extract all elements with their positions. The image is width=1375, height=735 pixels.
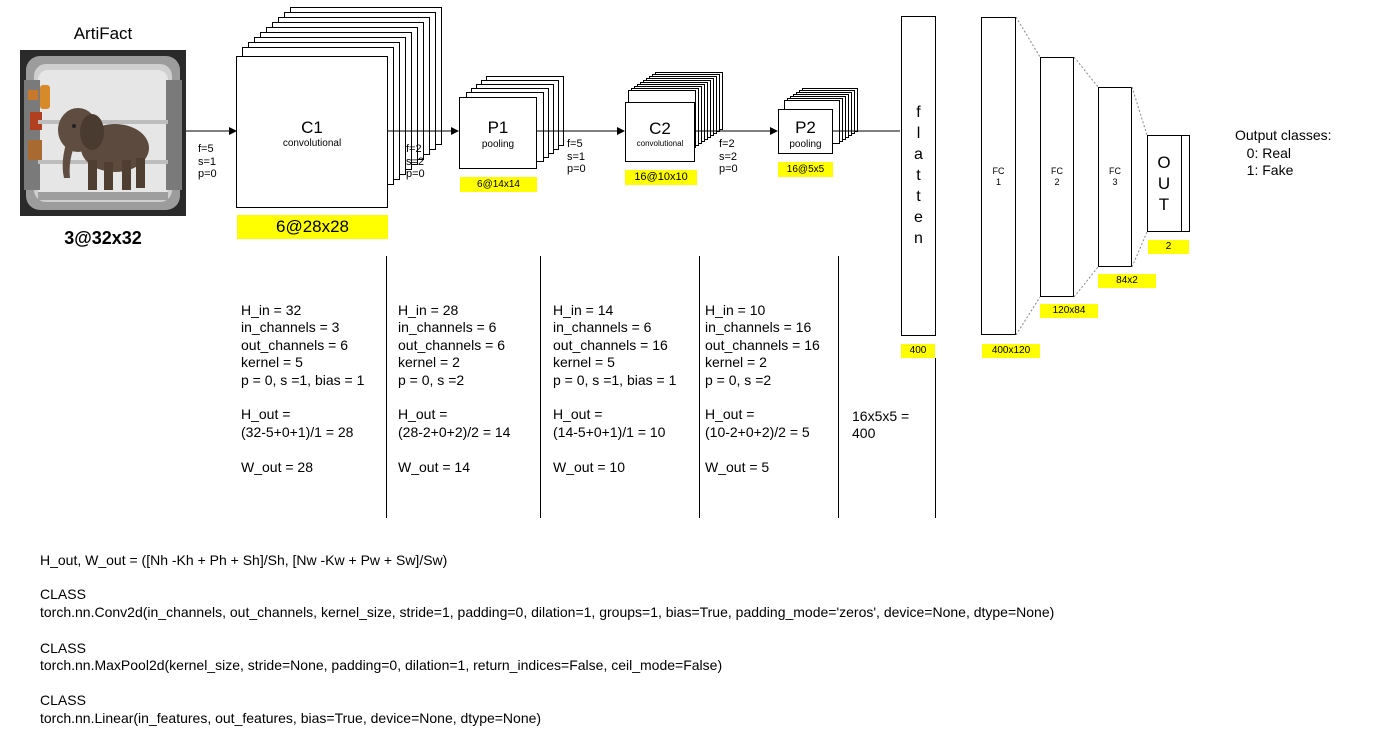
p2-type: pooling (789, 139, 822, 150)
out-label: O U T (1157, 153, 1171, 214)
flatten-bar (901, 16, 936, 336)
p1-calc: H_in = 28 in_channels = 6 out_channels =… (398, 302, 511, 475)
input-title: ArtiFact (73, 24, 133, 43)
out-shape-label: 2 (1148, 240, 1189, 254)
input-shape: 3@32x32 (64, 228, 142, 248)
c1-type: convolutional (282, 138, 342, 149)
c2-name: C2 (649, 119, 671, 138)
flatten-shape-label: 400 (901, 344, 935, 358)
c1-calc: H_in = 32 in_channels = 3 out_channels =… (241, 302, 365, 475)
fc1-shape-label: 400x120 (982, 344, 1040, 358)
input-image (20, 50, 186, 216)
p1-name: P1 (487, 118, 509, 137)
p2-name: P2 (795, 118, 816, 137)
footer-class-label-1: CLASS (40, 586, 86, 602)
fc3-bar (1098, 87, 1132, 267)
p1-type: pooling (481, 139, 515, 150)
fc2-bar (1040, 57, 1074, 297)
elephant-in-fridge-image (20, 50, 186, 216)
c2-type: convolutional (636, 139, 684, 148)
c1-name: C1 (301, 118, 323, 137)
divider-2 (540, 256, 541, 518)
divider-1 (386, 256, 387, 518)
c1-shape-label: 6@28x28 (237, 215, 388, 239)
p2-hyperparams: f=2 s=2 p=0 (719, 138, 738, 176)
c1-hyperparams: f=5 s=1 p=0 (198, 143, 217, 181)
c2-hyperparams: f=5 s=1 p=0 (567, 138, 586, 176)
footer-maxpool2d: torch.nn.MaxPool2d(kernel_size, stride=N… (40, 657, 723, 673)
p2-calc: H_in = 10 in_channels = 16 out_channels … (705, 302, 820, 475)
fc1-label: FC 1 (992, 166, 1005, 187)
footer-class-label-3: CLASS (40, 692, 86, 708)
footer-class-label-2: CLASS (40, 640, 86, 656)
output-classes-text: Output classes: 0: Real 1: Fake (1235, 127, 1332, 178)
fc3-label: FC 3 (1109, 166, 1121, 187)
out-bar (1147, 135, 1190, 232)
p2-shape-label: 16@5x5 (778, 162, 833, 177)
fc3-shape-label: 84x2 (1098, 274, 1156, 288)
footer-conv2d: torch.nn.Conv2d(in_channels, out_channel… (40, 604, 1055, 620)
footer-formula: H_out, W_out = ([Nh -Kh + Ph + Sh]/Sh, [… (40, 552, 448, 568)
fc2-label: FC 2 (1051, 166, 1063, 187)
divider-5 (935, 358, 936, 518)
divider-4 (838, 256, 839, 518)
p1-hyperparams: f=2 s=2 p=0 (406, 143, 425, 181)
fc1-bar (981, 17, 1016, 335)
divider-3 (699, 256, 700, 518)
c2-calc: H_in = 14 in_channels = 6 out_channels =… (553, 302, 677, 475)
p1-shape-label: 6@14x14 (460, 177, 537, 192)
footer-linear: torch.nn.Linear(in_features, out_feature… (40, 710, 542, 726)
flatten-letters: f l a t t e n (914, 104, 923, 247)
c2-shape-label: 16@10x10 (625, 170, 697, 185)
fc2-shape-label: 120x84 (1040, 304, 1098, 318)
flatten-calc: 16x5x5 = 400 (852, 408, 910, 442)
out-bar-inner-line (1181, 135, 1182, 232)
